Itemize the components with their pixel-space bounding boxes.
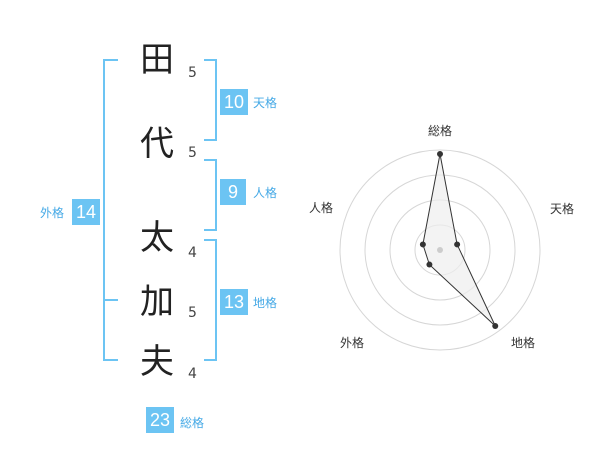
name-char-4: 加 [140, 282, 174, 322]
name-char-2: 代 [140, 124, 174, 164]
stroke-count-3: 4 [188, 245, 197, 261]
radar-label-soukaku: 総格 [428, 124, 453, 138]
soukaku-label: 総格 [180, 416, 205, 430]
chikaku-label: 地格 [253, 296, 278, 310]
radar-ring-1 [339, 149, 541, 351]
radar-center [437, 247, 443, 253]
stroke-count-4: 5 [188, 305, 197, 321]
chikaku-score: 13 [220, 289, 248, 315]
tenkaku-score: 10 [220, 89, 248, 115]
stroke-count-2: 5 [188, 145, 197, 161]
jinkaku-bracket [204, 159, 217, 231]
gaikaku-score: 14 [72, 199, 100, 225]
radar-point-tenkaku [454, 241, 461, 248]
radar-label-jinkaku: 人格 [309, 201, 334, 215]
radar-polygon [422, 153, 496, 327]
name-char-3: 太 [140, 218, 174, 258]
jinkaku-score: 9 [220, 179, 246, 205]
gaikaku-label: 外格 [40, 206, 65, 220]
tenkaku-label: 天格 [253, 96, 278, 110]
radar-label-gaikaku: 外格 [340, 336, 365, 350]
radar-point-chikaku [492, 323, 499, 330]
radar-point-jinkaku [419, 241, 426, 248]
radar-label-chikaku: 地格 [511, 336, 536, 350]
name-char-5: 夫 [140, 342, 174, 382]
tenkaku-bracket [204, 59, 217, 141]
chikaku-bracket [204, 239, 217, 361]
name-char-1: 田 [140, 40, 174, 80]
radar-label-tenkaku: 天格 [550, 202, 575, 216]
gaikaku-bracket [103, 59, 118, 361]
soukaku-score: 23 [146, 407, 174, 433]
radar-point-soukaku [437, 151, 443, 157]
stroke-count-5: 4 [188, 366, 197, 382]
radar-points [419, 151, 499, 330]
jinkaku-label: 人格 [253, 186, 278, 200]
stroke-count-1: 5 [188, 65, 197, 81]
radar-point-gaikaku [426, 261, 433, 268]
